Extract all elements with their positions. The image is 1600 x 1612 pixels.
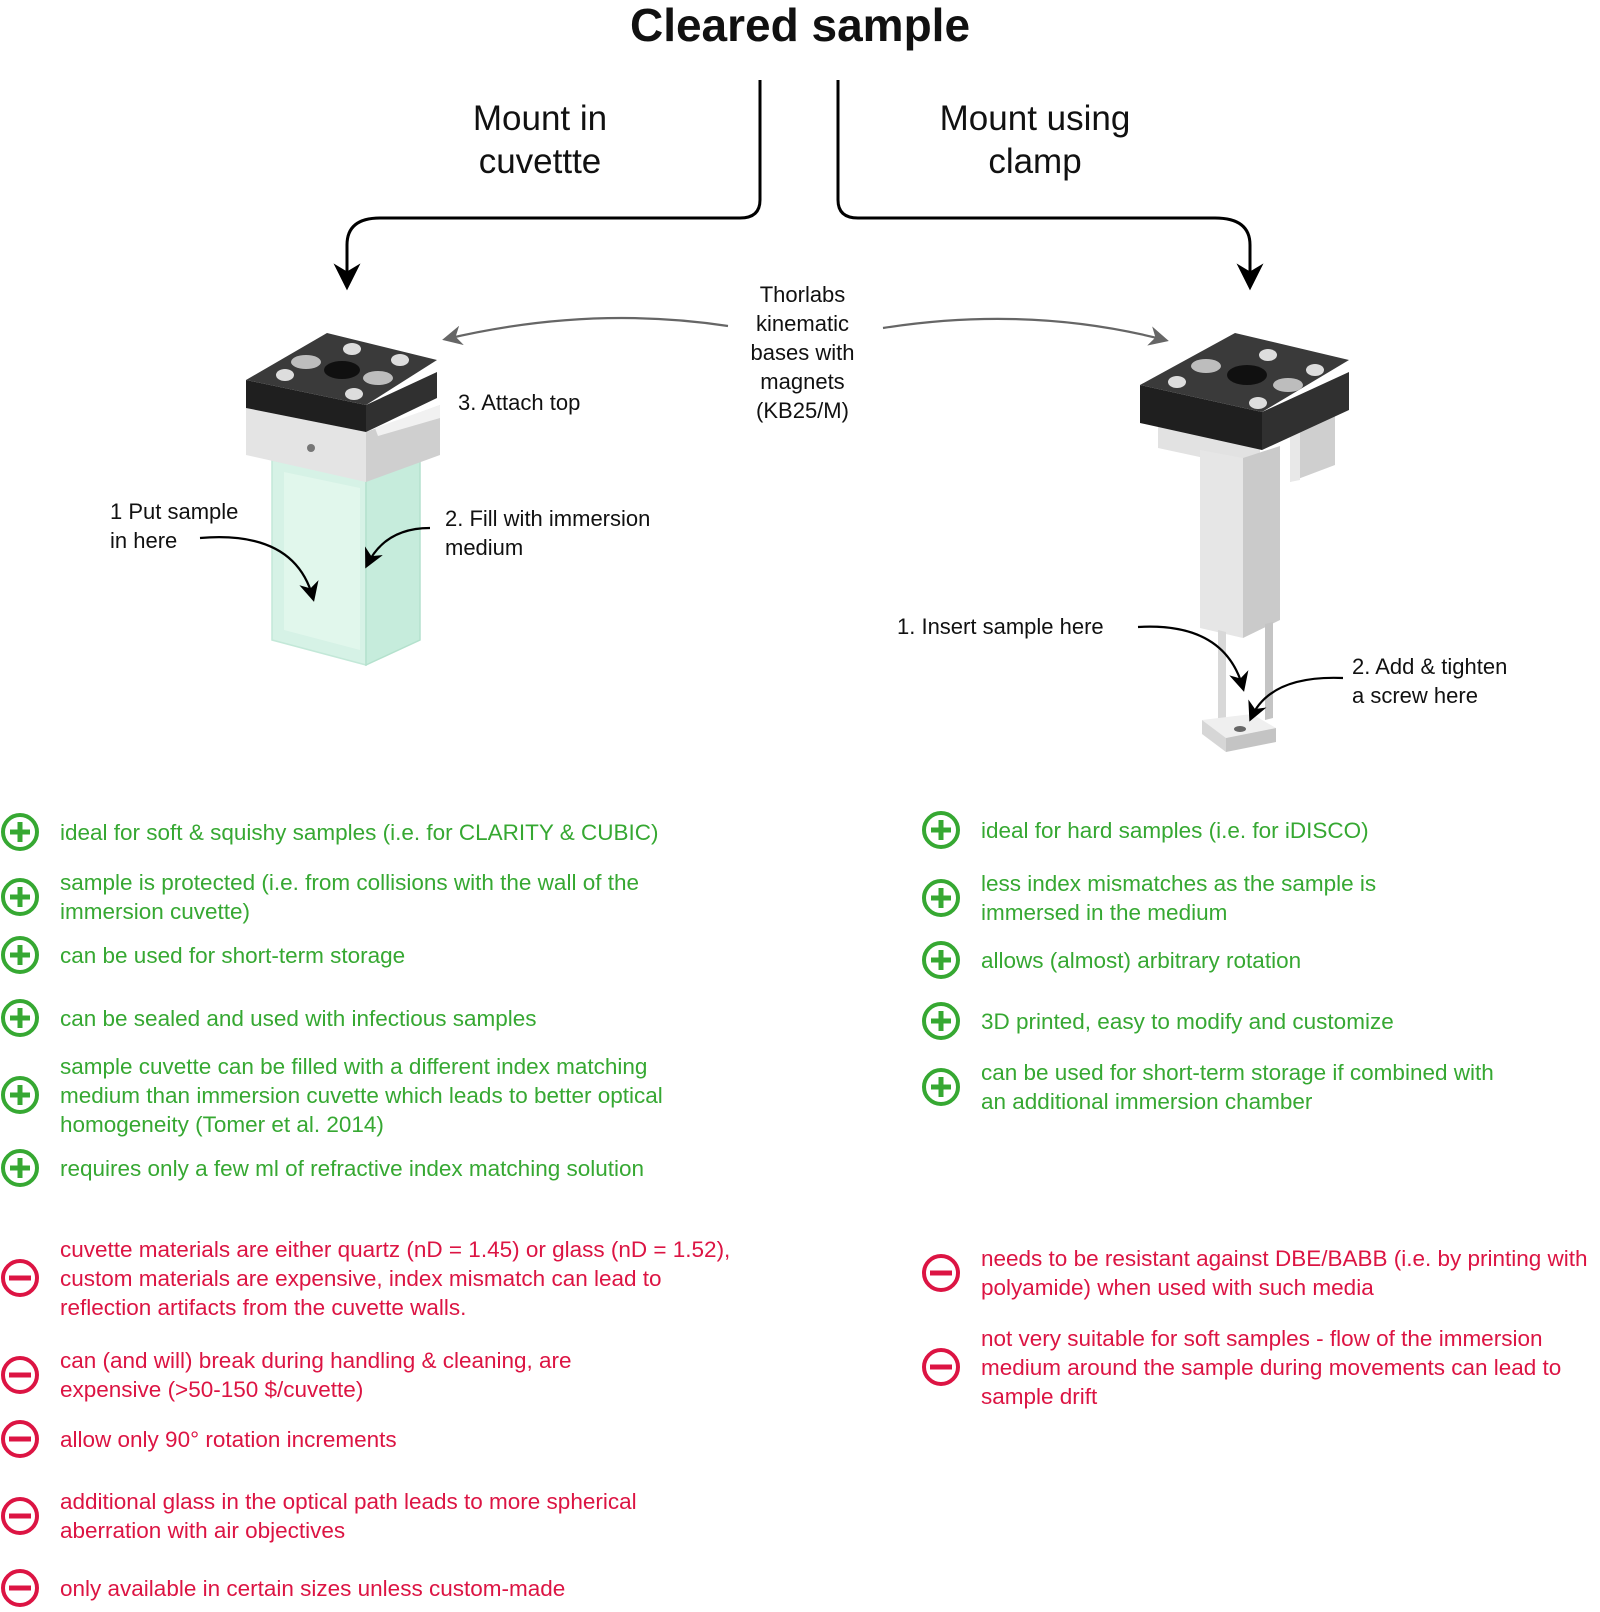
cuvette-assembly	[246, 333, 440, 667]
fill-medium-label-line2: medium	[445, 535, 524, 560]
cuvette-con-text: can (and will) break during handling & c…	[60, 1348, 572, 1402]
page-title: Cleared sample	[629, 0, 971, 51]
cuvette-pro-text: sample is protected (i.e. from collision…	[60, 870, 639, 924]
cuvette-con-text: allow only 90° rotation increments	[60, 1426, 397, 1452]
thorlabs-arrow-right	[882, 317, 1169, 346]
clamp-con-item: not very suitable for soft samples - flo…	[921, 1322, 1600, 1412]
clamp-pro-text: can be used for short-term storage if co…	[981, 1060, 1494, 1114]
plus-circle-icon	[922, 811, 960, 849]
minus-circle-icon	[922, 1254, 960, 1292]
plus-circle-icon	[922, 1002, 960, 1040]
cuvette-pro-text: can be used for short-term storage	[60, 942, 406, 968]
minus-circle-icon	[1, 1259, 39, 1297]
cuvette-pro-text: ideal for soft & squishy samples (i.e. f…	[60, 819, 659, 845]
branch-label-cuvette: Mount in cuvettte	[415, 97, 665, 183]
plus-circle-icon	[1, 1076, 39, 1114]
clamp-con-text: not very suitable for soft samples - flo…	[981, 1325, 1562, 1409]
minus-circle-icon	[922, 1348, 960, 1386]
cuvette-kinematic-base	[246, 333, 437, 432]
thorlabs-label-line: bases with	[750, 340, 855, 365]
branch-label-cuvette-line2: cuvettte	[478, 142, 602, 181]
thorlabs-label-line: kinematic	[756, 311, 849, 336]
clamp-con-item: needs to be resistant against DBE/BABB (…	[921, 1243, 1600, 1303]
cuvette-holder	[246, 405, 440, 482]
clamp-pro-item: less index mismatches as the sample is i…	[921, 868, 1600, 928]
insert-sample-arrow	[1137, 625, 1249, 692]
minus-circle-icon	[1, 1497, 39, 1535]
thorlabs-label-line: (KB25/M)	[756, 398, 849, 423]
screw-label-line1: 2. Add & tighten	[1352, 654, 1508, 679]
cuvette-con-item: can (and will) break during handling & c…	[0, 1345, 740, 1405]
cuvette-con-item: cuvette materials are either quartz (nD …	[0, 1233, 740, 1323]
cuvette-pro-item: sample is protected (i.e. from collision…	[0, 867, 740, 927]
clamp-pro-text: allows (almost) arbitrary rotation	[981, 947, 1302, 973]
cuvette-con-item: additional glass in the optical path lea…	[0, 1486, 740, 1546]
cuvette-con-text: cuvette materials are either quartz (nD …	[60, 1236, 731, 1320]
cuvette-pro-item: ideal for soft & squishy samples (i.e. f…	[0, 812, 740, 852]
cuvette-con-item: allow only 90° rotation increments	[0, 1419, 740, 1459]
put-sample-label-line2: in here	[110, 528, 178, 553]
thorlabs-label-line: magnets	[760, 369, 845, 394]
cuvette-con-text: additional glass in the optical path lea…	[60, 1489, 637, 1543]
branch-label-clamp-line1: Mount using	[939, 99, 1131, 138]
fill-medium-arrow	[365, 526, 431, 569]
clamp-pro-item: 3D printed, easy to modify and customize	[921, 1001, 1600, 1041]
clamp-con-text: needs to be resistant against DBE/BABB (…	[981, 1246, 1588, 1300]
minus-circle-icon	[1, 1569, 39, 1607]
clamp-pro-text: ideal for hard samples (i.e. for iDISCO)	[981, 817, 1369, 843]
plus-circle-icon	[1, 1149, 39, 1187]
cuvette-pro-item: can be sealed and used with infectious s…	[0, 998, 740, 1038]
plus-circle-icon	[922, 941, 960, 979]
clamp-pro-item: allows (almost) arbitrary rotation	[921, 940, 1600, 980]
plus-circle-icon	[1, 936, 39, 974]
minus-circle-icon	[1, 1356, 39, 1394]
plus-circle-icon	[1, 999, 39, 1037]
thorlabs-arrow-left	[442, 316, 729, 345]
put-sample-arrow	[199, 536, 319, 602]
clamp-pro-text: 3D printed, easy to modify and customize	[981, 1008, 1394, 1034]
cuvette-pro-text: can be sealed and used with infectious s…	[60, 1005, 537, 1031]
cuvette-con-item: only available in certain sizes unless c…	[0, 1568, 740, 1608]
plus-circle-icon	[1, 878, 39, 916]
attach-top-label: 3. Attach top	[458, 390, 581, 415]
cuvette-pro-item: requires only a few ml of refractive ind…	[0, 1148, 740, 1188]
clamp-body	[1158, 410, 1335, 752]
cuvette-pro-item: can be used for short-term storage	[0, 935, 740, 975]
fill-medium-label: 2. Fill with immersion medium	[445, 504, 650, 562]
glass-cuvette	[271, 453, 421, 667]
plus-circle-icon	[922, 879, 960, 917]
clamp-assembly	[1140, 333, 1349, 752]
thorlabs-label: Thorlabs kinematic bases with magnets (K…	[720, 280, 885, 425]
screw-label: 2. Add & tighten a screw here	[1352, 652, 1507, 710]
cuvette-pro-item: sample cuvette can be filled with a diff…	[0, 1050, 740, 1140]
put-sample-label-line1: 1 Put sample	[110, 499, 239, 524]
branch-label-clamp: Mount using clamp	[905, 97, 1165, 183]
screw-arrow	[1248, 676, 1344, 722]
thorlabs-label-line: Thorlabs	[759, 282, 846, 307]
insert-sample-label: 1. Insert sample here	[897, 614, 1104, 639]
clamp-pro-item: ideal for hard samples (i.e. for iDISCO)	[921, 810, 1600, 850]
branch-arrow-right	[836, 80, 1264, 291]
minus-circle-icon	[1, 1420, 39, 1458]
fill-medium-label-line1: 2. Fill with immersion	[445, 506, 651, 531]
cuvette-pro-text: requires only a few ml of refractive ind…	[60, 1155, 645, 1181]
clamp-kinematic-base	[1140, 333, 1349, 450]
put-sample-label: 1 Put sample in here	[110, 497, 238, 555]
clamp-pro-item: can be used for short-term storage if co…	[921, 1057, 1600, 1117]
branch-arrow-left	[333, 80, 762, 291]
clamp-pro-text: less index mismatches as the sample is i…	[981, 871, 1377, 925]
cuvette-pro-text: sample cuvette can be filled with a diff…	[60, 1053, 663, 1137]
plus-circle-icon	[1, 813, 39, 851]
branch-label-clamp-line2: clamp	[988, 142, 1082, 181]
cuvette-con-text: only available in certain sizes unless c…	[60, 1575, 566, 1601]
screw-label-line2: a screw here	[1352, 683, 1478, 708]
plus-circle-icon	[922, 1068, 960, 1106]
branch-label-cuvette-line1: Mount in	[472, 99, 608, 138]
